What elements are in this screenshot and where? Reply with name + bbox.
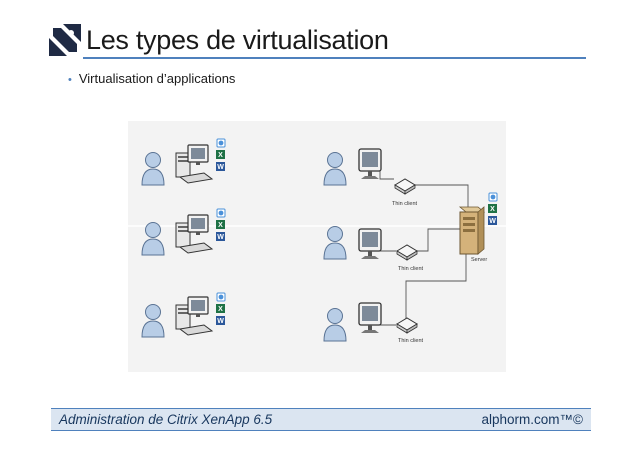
footer-course-title: Administration de Citrix XenApp 6.5 [59,412,272,428]
logo-icon [49,24,81,56]
desktop-pc-1 [176,145,212,183]
thin-client-monitor-2 [359,229,381,259]
thin-client-label-1: Thin client [392,201,418,207]
server-icon [460,207,484,254]
local-apps-3 [216,293,225,325]
remote-user-2 [324,227,346,260]
desktop-pc-3 [176,297,212,335]
slide-title: Les types de virtualisation [86,22,389,58]
local-user-1 [142,153,164,186]
thin-client-box-2 [397,245,417,260]
virtualization-diagram: X W [128,121,506,372]
title-underline [83,57,586,59]
desktop-pc-2 [176,215,212,253]
thin-client-label-3: Thin client [398,338,424,344]
bullet-text: Virtualisation d’applications [79,71,236,86]
local-apps-2 [216,209,225,241]
thin-client-monitor-1 [359,149,381,179]
remote-user-3 [324,309,346,342]
bullet-item: • Virtualisation d’applications [68,70,235,89]
local-apps-1 [216,139,225,171]
remote-user-1 [324,153,346,186]
thin-client-box-3 [397,318,417,333]
local-user-2 [142,223,164,256]
footer-bar: Administration de Citrix XenApp 6.5 alph… [51,408,591,431]
server-apps [488,193,497,225]
thin-client-monitor-3 [359,303,381,333]
thin-client-label-2: Thin client [398,266,424,272]
bullet-dot-icon: • [68,74,72,86]
footer-brand: alphorm.com™© [482,412,583,428]
server-label: Server [471,257,487,263]
local-user-3 [142,305,164,338]
thin-client-box-1 [395,179,415,194]
